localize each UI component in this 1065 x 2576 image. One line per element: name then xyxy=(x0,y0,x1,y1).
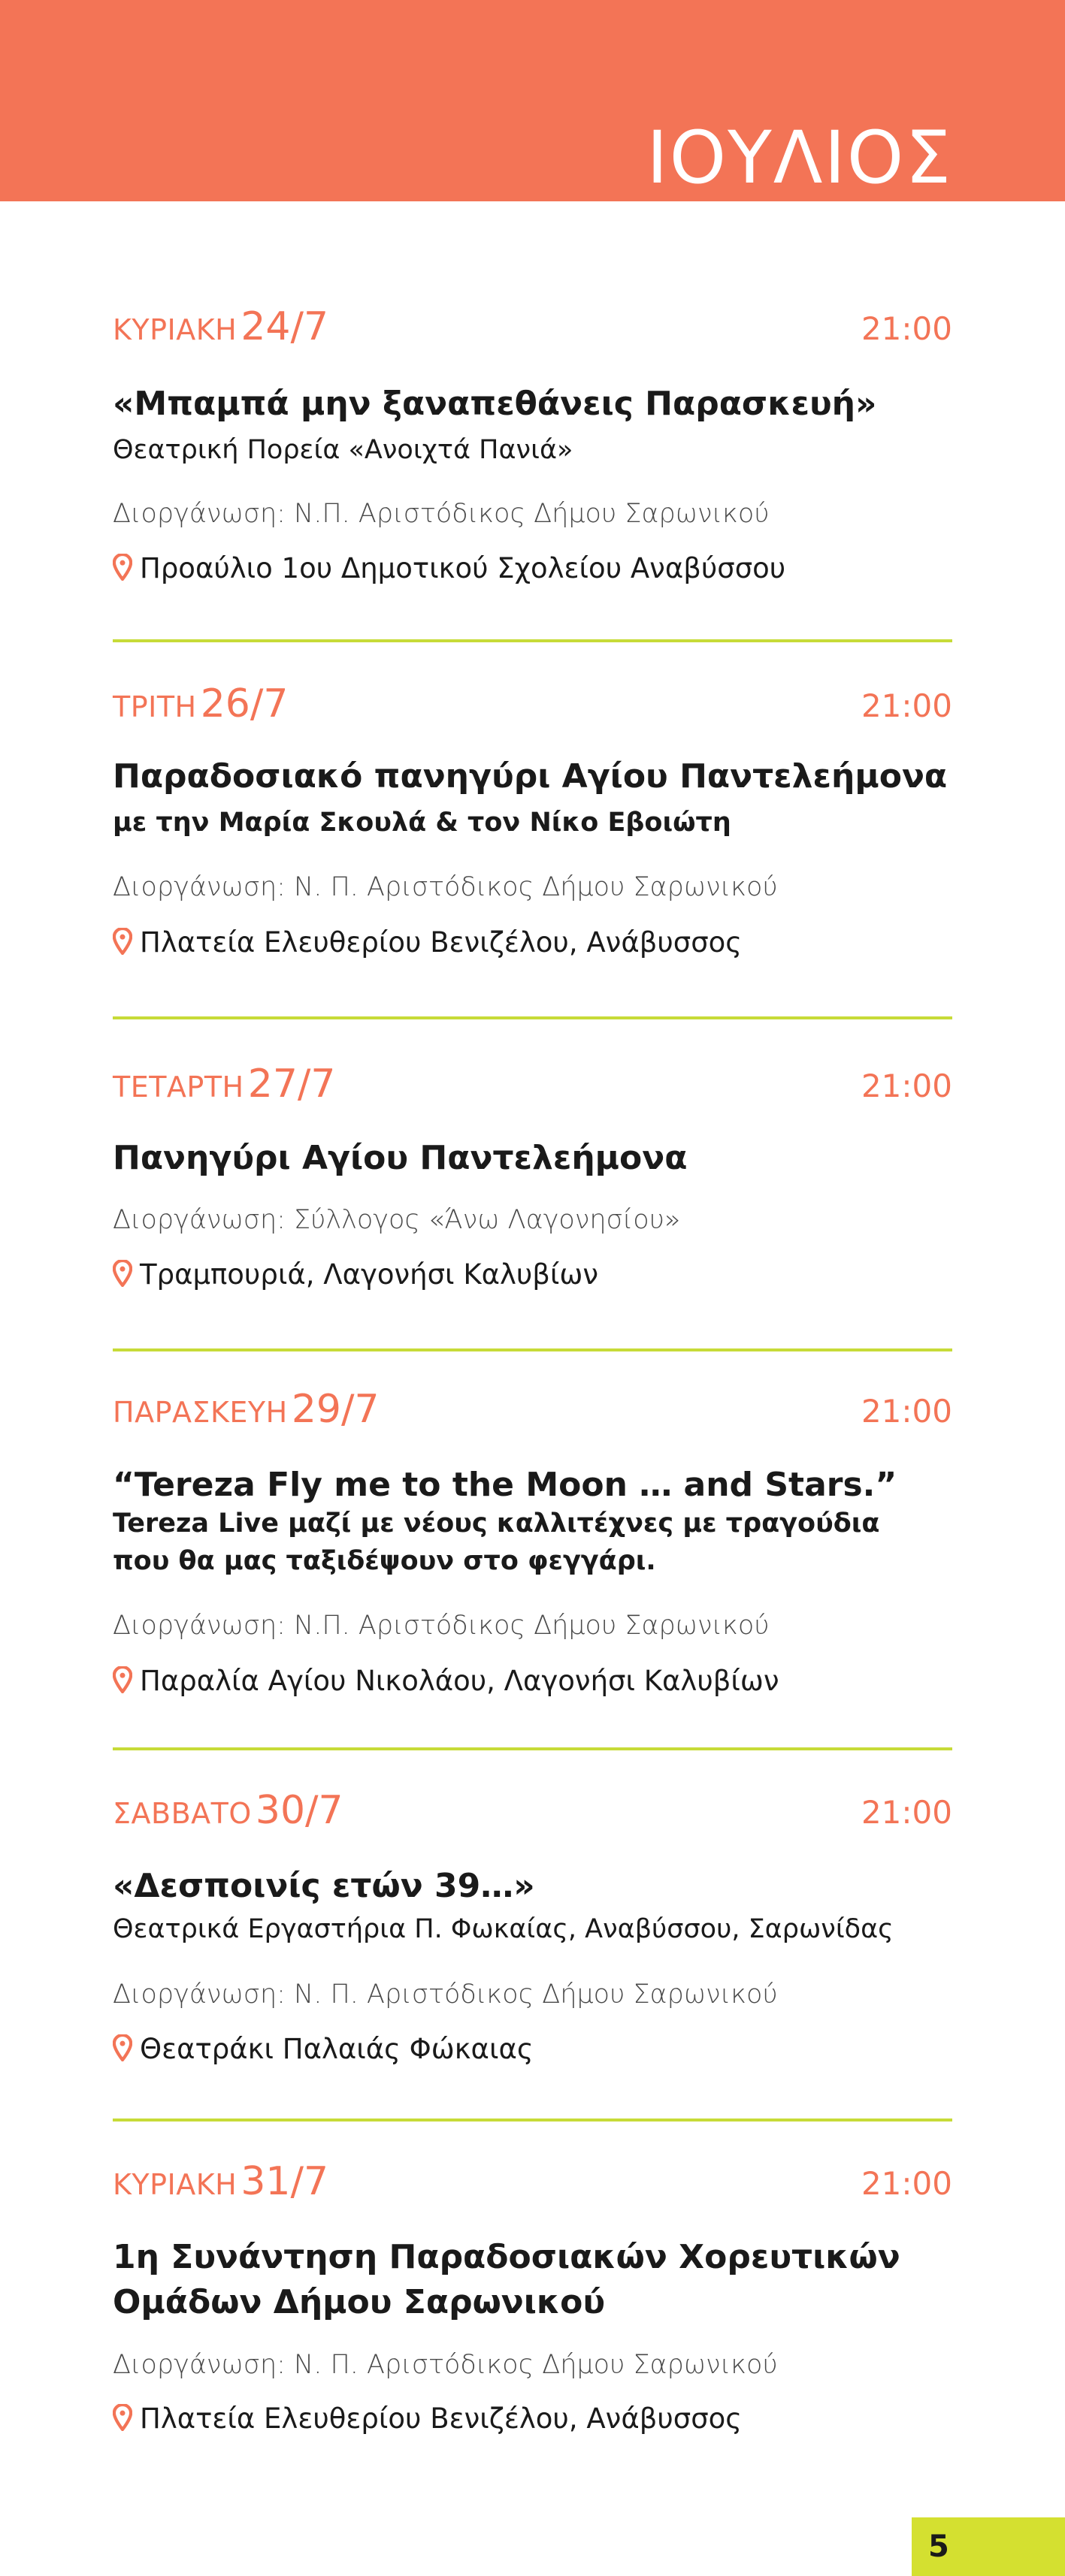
event-subtitle: Θεατρικά Εργαστήρια Π. Φωκαίας, Αναβύσσο… xyxy=(113,1914,894,1944)
event-time: 21:00 xyxy=(861,1068,952,1104)
event-title: «Μπαμπά μην ξαναπεθάνεις Παρασκευή» xyxy=(113,385,877,423)
location-pin-icon xyxy=(113,1666,132,1693)
event-location-text: Πλατεία Ελευθερίου Βενιζέλου, Ανάβυσσος xyxy=(140,926,742,959)
event-date: 26/7 xyxy=(200,681,289,726)
location-pin-icon xyxy=(113,2034,132,2061)
event-divider xyxy=(113,1747,952,1750)
event-day-name: ΣΑΒΒΑΤΟ xyxy=(113,1797,252,1830)
event-date-row: ΤΡΙΤΗ 26/7 21:00 xyxy=(113,681,952,734)
event-date-row: ΠΑΡΑΣΚΕΥΗ 29/7 21:00 xyxy=(113,1387,952,1439)
event-location: Πλατεία Ελευθερίου Βενιζέλου, Ανάβυσσος xyxy=(113,2401,952,2437)
event-title: 1η Συνάντηση Παραδοσιακών Χορευτικών xyxy=(113,2238,900,2276)
page-number: 5 xyxy=(928,2529,949,2564)
event-title: Παραδοσιακό πανηγύρι Αγίου Παντελεήμονα xyxy=(113,757,948,796)
event-subtitle: με την Μαρία Σκουλά & τον Νίκο Εβοιώτη xyxy=(113,808,731,838)
event-date-row: ΚΥΡΙΑΚΗ 24/7 21:00 xyxy=(113,304,952,357)
event-time: 21:00 xyxy=(861,2165,952,2202)
event-date-row: ΚΥΡΙΑΚΗ 31/7 21:00 xyxy=(113,2159,952,2212)
event-divider xyxy=(113,1348,952,1351)
event-day-name: ΤΡΙΤΗ xyxy=(113,690,197,723)
event-title: Ομάδων Δήμου Σαρωνικού xyxy=(113,2283,606,2321)
event-date: 27/7 xyxy=(247,1062,336,1107)
event-divider xyxy=(113,2118,952,2122)
month-header: ΙΟΥΛΙΟΣ xyxy=(0,0,1065,201)
event-day-name: ΚΥΡΙΑΚΗ xyxy=(113,2168,238,2201)
event-time: 21:00 xyxy=(861,687,952,724)
event-location: Τραμπουριά, Λαγονήσι Καλυβίων xyxy=(113,1257,952,1293)
event-date: 29/7 xyxy=(291,1387,380,1432)
event-location: Προαύλιο 1ου Δημοτικού Σχολείου Αναβύσσο… xyxy=(113,551,952,587)
event-day-name: ΚΥΡΙΑΚΗ xyxy=(113,313,238,346)
location-pin-icon xyxy=(113,2404,132,2431)
event-subtitle: που θα μας ταξιδέψουν στο φεγγάρι. xyxy=(113,1546,656,1576)
event-divider xyxy=(113,1016,952,1019)
event-time: 21:00 xyxy=(861,1794,952,1831)
location-pin-icon xyxy=(113,1260,132,1287)
event-subtitle: Tereza Live μαζί με νέους καλλιτέχνες με… xyxy=(113,1508,880,1539)
event-location-text: Πλατεία Ελευθερίου Βενιζέλου, Ανάβυσσος xyxy=(140,2402,742,2435)
event-subtitle: Θεατρική Πορεία «Ανοιχτά Πανιά» xyxy=(113,435,573,465)
event-title: «Δεσποινίς ετών 39…» xyxy=(113,1867,535,1905)
location-pin-icon xyxy=(113,928,132,955)
event-day-name: ΤΕΤΑΡΤΗ xyxy=(113,1071,244,1104)
event-location: Θεατράκι Παλαιάς Φώκαιας xyxy=(113,2031,952,2067)
event-location-text: Τραμπουριά, Λαγονήσι Καλυβίων xyxy=(140,1258,599,1291)
event-date: 24/7 xyxy=(241,304,329,349)
event-divider xyxy=(113,639,952,642)
event-location-text: Προαύλιο 1ου Δημοτικού Σχολείου Αναβύσσο… xyxy=(140,552,786,584)
event-date-row: ΤΕΤΑΡΤΗ 27/7 21:00 xyxy=(113,1062,952,1114)
event-title: Πανηγύρι Αγίου Παντελεήμονα xyxy=(113,1139,688,1177)
page-number-box: 5 xyxy=(912,2517,1065,2576)
event-time: 21:00 xyxy=(861,1393,952,1430)
location-pin-icon xyxy=(113,554,132,581)
event-organizer: Διοργάνωση: Ν.Π. Αριστόδικος Δήμου Σαρων… xyxy=(113,499,770,529)
event-organizer: Διοργάνωση: Ν. Π. Αριστόδικος Δήμου Σαρω… xyxy=(113,872,778,902)
event-location-text: Παραλία Αγίου Νικολάου, Λαγονήσι Καλυβίω… xyxy=(140,1665,779,1697)
event-organizer: Διοργάνωση: Σύλλογος «Άνω Λαγονησίου» xyxy=(113,1205,681,1235)
event-location: Πλατεία Ελευθερίου Βενιζέλου, Ανάβυσσος xyxy=(113,925,952,961)
event-date: 30/7 xyxy=(255,1788,343,1833)
event-organizer: Διοργάνωση: Ν. Π. Αριστόδικος Δήμου Σαρω… xyxy=(113,2350,778,2380)
event-location: Παραλία Αγίου Νικολάου, Λαγονήσι Καλυβίω… xyxy=(113,1663,952,1699)
event-title: “Tereza Fly me to the Moon … and Stars.” xyxy=(113,1466,897,1504)
event-date: 31/7 xyxy=(241,2159,329,2204)
month-title: ΙΟΥΛΙΟΣ xyxy=(646,116,952,200)
event-location-text: Θεατράκι Παλαιάς Φώκαιας xyxy=(140,2033,534,2065)
event-time: 21:00 xyxy=(861,310,952,347)
event-day-name: ΠΑΡΑΣΚΕΥΗ xyxy=(113,1396,288,1429)
event-date-row: ΣΑΒΒΑΤΟ 30/7 21:00 xyxy=(113,1788,952,1841)
event-organizer: Διοργάνωση: Ν.Π. Αριστόδικος Δήμου Σαρων… xyxy=(113,1611,770,1641)
event-organizer: Διοργάνωση: Ν. Π. Αριστόδικος Δήμου Σαρω… xyxy=(113,1980,778,2010)
